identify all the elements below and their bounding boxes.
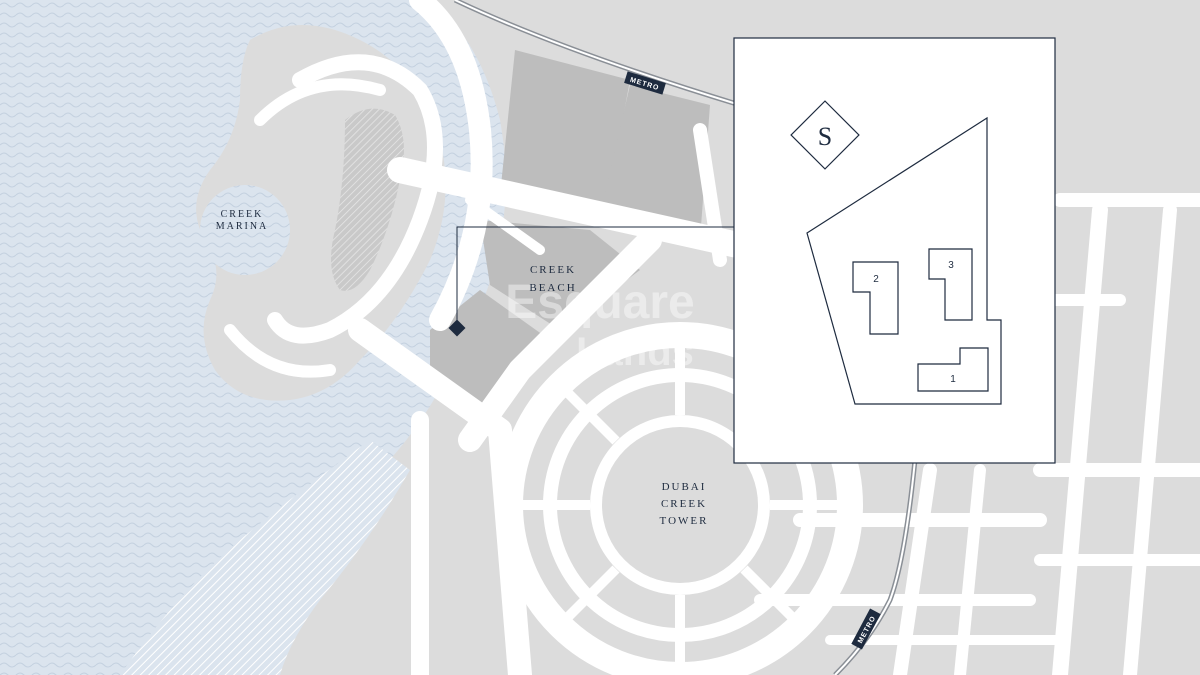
label-creek-beach-2: BEACH <box>529 282 576 294</box>
logo-letter: S <box>818 122 832 151</box>
diamond-marker-icon[interactable] <box>448 319 466 337</box>
label-dubai-creek-tower-2: CREEK <box>661 498 707 510</box>
label-dubai-creek-tower-1: DUBAI <box>662 481 707 493</box>
site-boundary <box>806 116 1002 405</box>
label-creek-marina-1: CREEK <box>221 209 264 220</box>
creek-marina-basin <box>200 185 290 275</box>
wetland-hatched-area <box>120 440 410 675</box>
road-network <box>224 0 1200 675</box>
marina-hatched-island <box>331 108 404 291</box>
label-creek-beach-1: CREEK <box>530 264 576 276</box>
building-3-label: 3 <box>948 260 954 271</box>
plot-creek-beach <box>480 220 640 330</box>
tower-ring-roads <box>497 322 863 675</box>
building-2-label: 2 <box>873 274 879 285</box>
label-dubai-creek-tower-3: TOWER <box>660 515 709 527</box>
site-plan-inset: S 2 3 1 <box>733 37 1056 464</box>
building-1-label: 1 <box>950 374 956 385</box>
building-3-outline[interactable] <box>928 248 973 321</box>
logo-diamond-icon <box>790 100 860 170</box>
building-1-outline[interactable] <box>917 347 989 392</box>
plot-north-1 <box>500 50 630 215</box>
plot-north-2 <box>600 85 710 240</box>
watermark-line-2: Lands <box>576 330 694 374</box>
leader-line <box>456 226 735 328</box>
watermark-line-1: Esquare <box>505 276 694 329</box>
metro-line-north-inner <box>454 0 741 106</box>
label-creek-marina-2: MARINA <box>216 221 269 232</box>
inset-frame <box>733 37 1056 464</box>
building-2-outline[interactable] <box>852 261 899 335</box>
metro-line-south-inner <box>834 459 916 675</box>
